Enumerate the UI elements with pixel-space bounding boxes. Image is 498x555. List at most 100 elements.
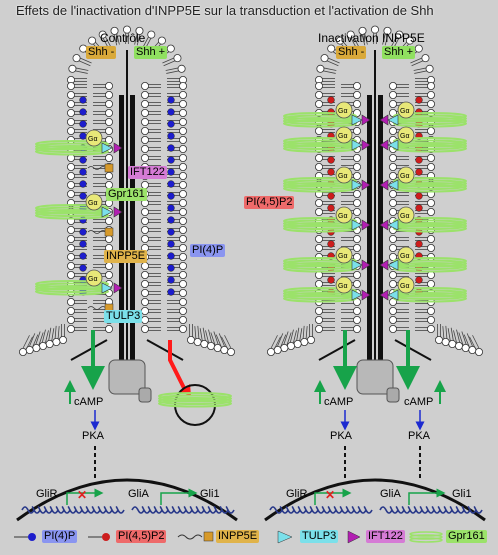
pi4p-lipid [79,108,87,116]
pi4p-lipid [167,132,175,140]
ift122-complex [379,179,389,191]
lipid-head [286,341,295,350]
pi45p2-lipid [415,156,423,164]
lipid-head [178,324,187,333]
ift122-complex [113,206,123,218]
galpha-protein [335,101,353,119]
legend-tulp3-label: TULP3 [300,530,339,543]
galpha-protein [335,126,353,144]
lipid-head [67,180,76,189]
lipid-head [178,189,187,198]
pi4p-lipid [79,120,87,128]
lipid-head [140,270,149,279]
gpr161-helix [393,264,467,273]
tulp3-adaptor [351,259,363,271]
tulp3-icon [277,530,293,544]
lipid-head [140,261,149,270]
lipid-head [426,306,435,315]
pi4p-lipid [79,132,87,140]
lipid-head [314,91,323,100]
lipid-head [166,44,175,53]
lipid-head [314,82,323,91]
lipid-head [72,54,81,63]
lipid-head [178,279,187,288]
lipid-head [395,30,404,39]
lipid-head [105,118,114,127]
ift122-complex [113,282,123,294]
pi45p2-lipid [415,204,423,212]
lipid-head [352,243,361,252]
dna-strand [269,506,373,514]
lipid-head [178,216,187,225]
lipid-head [388,198,397,207]
pi45p2-lipid [415,168,423,176]
gpr161-icon [409,531,443,537]
tulp3-adaptor [387,179,399,191]
tulp3-adaptor [101,282,113,294]
legend-inpp5e-label: INPP5E [216,530,260,543]
pi45p2-lipid [415,96,423,104]
lipid-head [370,25,379,34]
lipid-head [383,26,392,35]
lipid-head [140,153,149,162]
lipid-head [426,243,435,252]
lipid-head [178,180,187,189]
lipid-head [178,135,187,144]
camp-label-right: cAMP [404,396,434,408]
lipid-head [226,347,235,356]
pi4p-lipid [167,96,175,104]
lipid-head [178,153,187,162]
dna-strand [131,506,235,514]
gpr161-helix [393,144,467,153]
lipid-head [135,26,144,35]
lipid-head [346,30,355,39]
lipid-head [67,189,76,198]
lipid-head [352,252,361,261]
pi4p-icon [28,533,36,541]
galpha-protein [335,276,353,294]
lipid-head [314,207,323,216]
tulp3-adaptor [387,114,399,126]
pi4p-label: PI(4)P [190,244,226,257]
ift122-icon [347,530,361,544]
lipid-head [140,109,149,118]
lipid-head [68,64,77,73]
lipid-head [352,207,361,216]
lipid-head [67,315,76,324]
lipid-head [426,127,435,136]
lipid-head [105,216,114,225]
inpp5e-label: INPP5E [104,250,148,263]
lipid-head [426,207,435,216]
galpha-protein [397,166,415,184]
lipid-head [178,270,187,279]
lipid-head [178,171,187,180]
gpr161-helix [35,211,109,220]
lipid-head [352,153,361,162]
tulp3-adaptor [351,289,363,301]
pi4p-lipid [167,216,175,224]
lipid-head [67,324,76,333]
camp-label-left: cAMP [324,396,354,408]
pi4p-lipid [167,288,175,296]
galpha-label: Gα [88,276,98,283]
transcription-arrow-glir [314,488,352,505]
transcription-arrow-glir [66,488,104,505]
lipid-head [105,109,114,118]
tulp3-adaptor [387,139,399,151]
lipid-head [388,306,397,315]
lipid-head [178,127,187,136]
lipid-head [352,91,361,100]
lipid-head [67,243,76,252]
lipid-head [140,297,149,306]
lipid-head [434,335,443,344]
tulp3-adaptor [351,114,363,126]
pi4p-lipid [167,276,175,284]
lipid-head [105,82,114,91]
lipid-head [178,225,187,234]
lipid-head [105,100,114,109]
lipid-head [105,127,114,136]
lipid-head [178,297,187,306]
lipid-head [352,234,361,243]
